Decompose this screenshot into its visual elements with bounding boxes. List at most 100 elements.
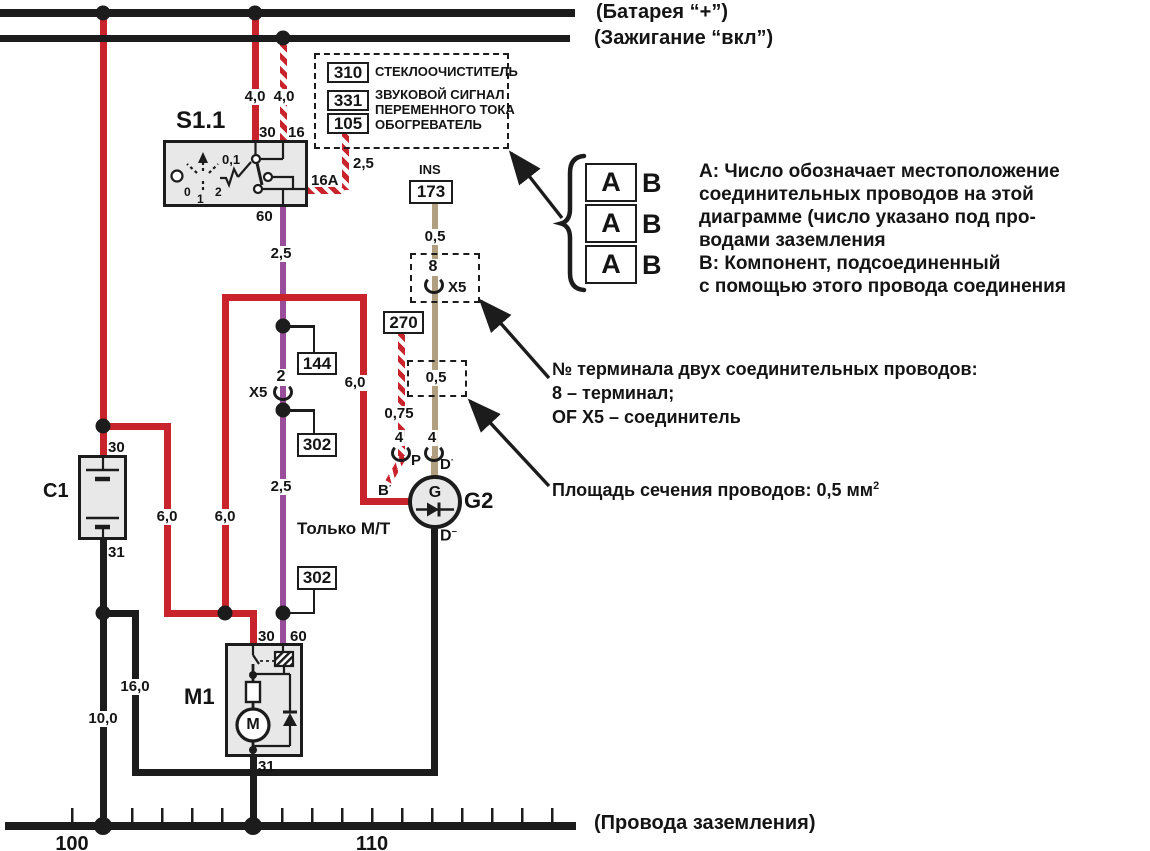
g2-pin-p: 4 <box>392 429 406 446</box>
junction-dot <box>217 605 233 621</box>
note-terminal-title: № терминала двух соединительных проводов… <box>552 359 978 379</box>
legend-box-a3: А <box>585 245 637 284</box>
purple-wire-25-upper: 2,5 <box>268 245 294 262</box>
s11-value-01: 0,1 <box>222 152 241 167</box>
wire-purple-s11-to-m1 <box>280 207 286 644</box>
ref-box-310: 310 <box>327 62 369 83</box>
g2-terminal-d: D· <box>440 455 454 473</box>
junction-dot <box>95 418 111 434</box>
connector-x5-2-icon <box>273 383 293 401</box>
wire-075-label: 0,75 <box>382 405 416 422</box>
ruler-110: 110 <box>355 833 389 851</box>
junction-dot <box>95 605 111 621</box>
note-area-line: Площадь сечения проводов: 0,5 мм2 <box>552 480 880 500</box>
wire-red-bus1-to-c1 <box>99 13 107 455</box>
wire-60-b-label: 6,0 <box>212 508 238 525</box>
x5-top-name: X5 <box>448 279 467 296</box>
wire-60-a-label: 6,0 <box>154 508 180 525</box>
c1-terminal-30: 30 <box>108 439 125 456</box>
ref-box-331: 331 <box>327 90 369 111</box>
callout-label-331-line1: ЗВУКОВОЙ СИГНАЛ <box>375 87 505 102</box>
wire-red-mid-h <box>221 293 367 301</box>
wire-red-60-right-v <box>359 293 367 505</box>
purple-wire-25-lower: 2,5 <box>268 478 294 495</box>
legend-b1: В <box>642 168 662 198</box>
wire-160-label: 16,0 <box>118 678 152 695</box>
junction-dot <box>275 318 291 334</box>
g2-letter: G <box>428 484 442 501</box>
junction-dot <box>94 816 112 835</box>
c1-name: C1 <box>43 480 69 502</box>
legend-line6: с помощью этого провода соединения <box>699 276 1066 297</box>
callout-arrows <box>467 150 564 488</box>
x5-top-pin-8: 8 <box>426 258 440 276</box>
callout-label-331-line2: ПЕРЕМЕННОГО ТОКА <box>375 102 515 117</box>
s11-pos-1: 1 <box>197 192 204 206</box>
s11-title: S1.1 <box>176 107 226 134</box>
g2-name: G2 <box>464 488 494 513</box>
generator-g2-circle <box>408 475 462 529</box>
note-terminal-line: 8 – терминал; <box>552 383 675 403</box>
legend-b2: В <box>642 209 662 239</box>
s11-terminal-30: 30 <box>259 124 276 141</box>
wire-striped-16a <box>308 186 345 194</box>
s11-wire-40-right: 4,0 <box>271 88 297 105</box>
wire-ground-m1 <box>249 757 257 826</box>
ref-box-302-upper: 302 <box>297 433 337 457</box>
only-mt-label: Только М/Т <box>297 519 391 538</box>
legend-line5: В: Компонент, подсоединенный <box>699 253 1001 274</box>
battery-bus-label: (Батарея “+”) <box>596 1 728 23</box>
branch-302a-v <box>312 409 315 434</box>
legend-b3: В <box>642 250 662 280</box>
wire-red-bottom-h <box>163 609 257 617</box>
red-wire-60-label: 6,0 <box>342 374 368 391</box>
connector-4d-icon <box>424 444 444 462</box>
branch-302b-h <box>283 611 315 614</box>
s11-terminal-16: 16 <box>288 124 305 141</box>
branch-144-h <box>283 325 315 328</box>
ins-label: INS <box>419 162 441 177</box>
tan-wire-05: 0,5 <box>422 228 448 245</box>
legend-line1: А: Число обозначает местоположение <box>699 161 1060 182</box>
wire-100-label: 10,0 <box>86 710 120 727</box>
wire-tan-to-d <box>431 456 437 480</box>
s11-fuse-16a: 16A <box>311 172 339 189</box>
wire-ground-branch-h <box>103 609 135 617</box>
wire-red-60-mid-v <box>221 293 229 617</box>
wire-ground-g2 <box>430 526 438 776</box>
ignition-bus-label: (Зажигание “вкл”) <box>594 27 774 49</box>
connector-x5-8-icon <box>424 276 444 294</box>
legend-line2: соединительных проводов на этой <box>699 184 1034 205</box>
wire-red-to-m30 <box>249 609 257 644</box>
wire-tan-173-to-g2 <box>432 203 438 479</box>
legend-line3: диаграмме (число указано под про- <box>699 207 1036 228</box>
branch-144-v <box>312 325 315 353</box>
m1-name: M1 <box>184 684 215 709</box>
motor-m1-box <box>225 643 303 757</box>
callout-dashed-box <box>314 53 509 149</box>
m1-terminal-30: 30 <box>258 628 275 645</box>
ref-box-173: 173 <box>409 180 453 204</box>
note-connector-line: OF X5 – соединитель <box>552 407 741 427</box>
branch-302a-h <box>283 409 315 412</box>
callout-label-105: ОБОГРЕВАТЕЛЬ <box>375 117 482 132</box>
ref-box-302-lower: 302 <box>297 566 337 590</box>
junction-dot <box>275 605 291 621</box>
x5-terminal-dashed-box <box>410 253 480 303</box>
battery-c1-box <box>78 455 127 540</box>
junction-dot <box>95 5 111 20</box>
m1-terminal-60: 60 <box>290 628 307 645</box>
wire-striped-105-down <box>341 134 349 190</box>
junction-dot <box>247 5 263 20</box>
x5-mid-name: X5 <box>249 384 268 401</box>
wire-ground-bottom-h <box>131 768 438 776</box>
ruler-100: 100 <box>55 833 89 851</box>
ground-bus-label: (Провода заземления) <box>594 812 816 834</box>
x5-mid-pin-2: 2 <box>274 368 288 386</box>
ref-box-270: 270 <box>383 311 424 334</box>
junction-dot <box>275 402 291 418</box>
ref-box-105: 105 <box>327 113 369 134</box>
wire-red-branch-h <box>103 422 167 430</box>
g2-pin-d: 4 <box>425 429 439 446</box>
